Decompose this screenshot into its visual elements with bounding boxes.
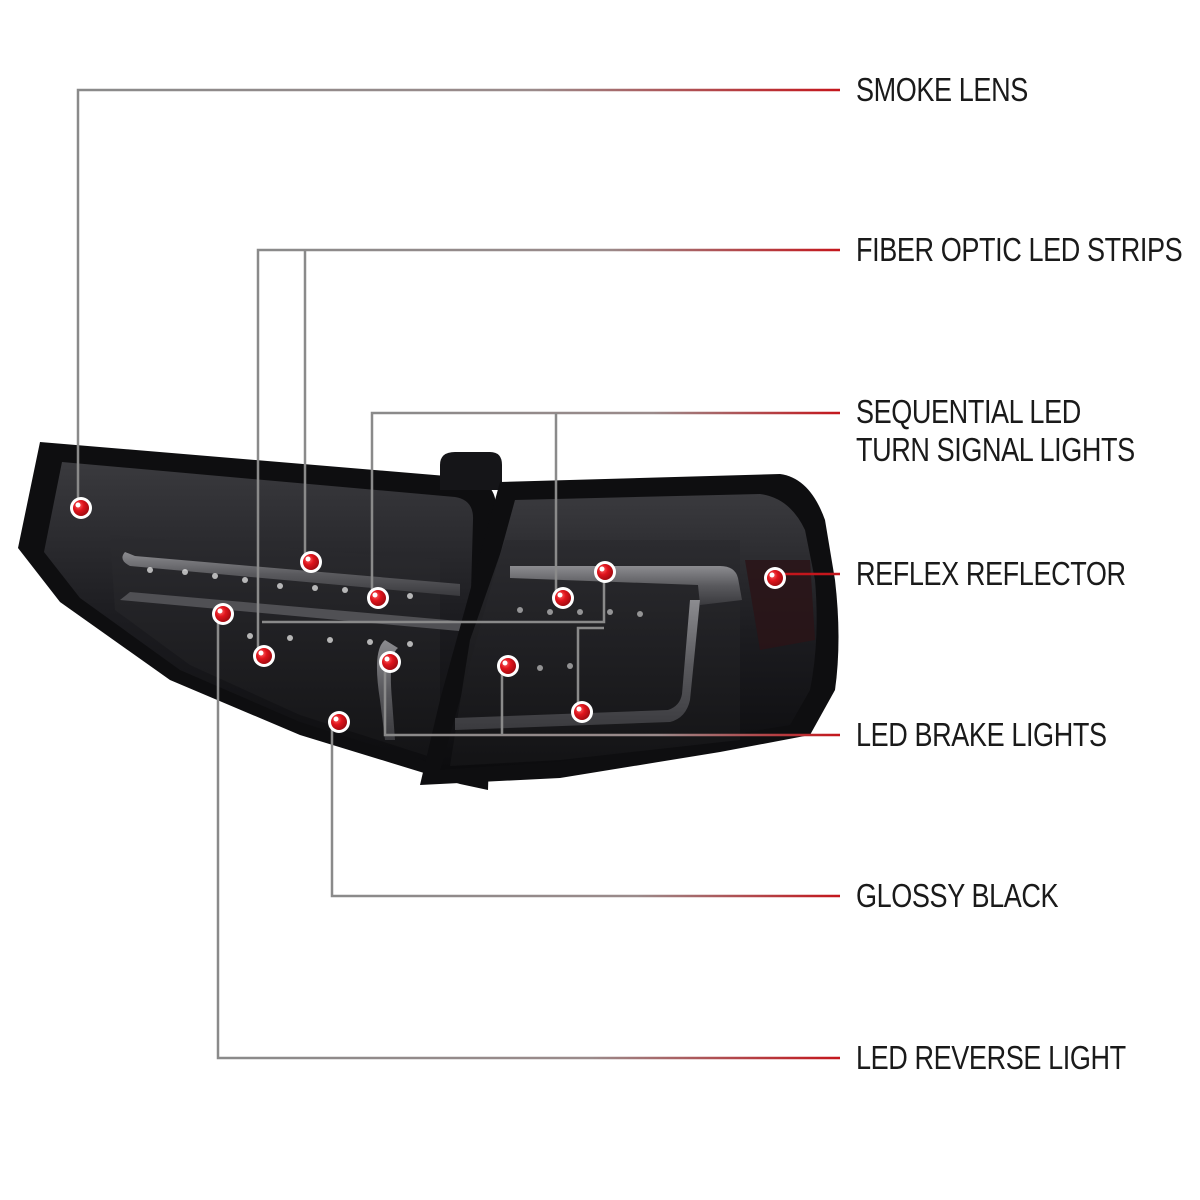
left-led-rows [147, 567, 413, 647]
right-fiber-strip [510, 566, 742, 605]
leader-sequential [370, 411, 840, 598]
callout-sequential-led-turn-signal-lights: SEQUENTIAL LED TURN SIGNAL LIGHTS [856, 393, 1135, 469]
left-fiber-strip-upper [122, 552, 460, 596]
marker-fiber-lower [253, 645, 275, 667]
callout-label: LED BRAKE LIGHTS [856, 716, 1107, 753]
mounting-tab [440, 452, 502, 490]
marker-fiber-upper [300, 551, 322, 573]
callout-led-reverse-light: LED REVERSE LIGHT [856, 1039, 1126, 1077]
callout-label: FIBER OPTIC LED STRIPS [856, 231, 1183, 268]
marker-sequential-right [552, 587, 574, 609]
callout-label: SMOKE LENS [856, 71, 1028, 108]
right-lamp-inner [450, 540, 740, 766]
leader-smoke-lens [76, 88, 840, 508]
callout-label-line-2: TURN SIGNAL LIGHTS [856, 431, 1135, 468]
marker-reverse [212, 603, 234, 625]
marker-brake-middle [497, 655, 519, 677]
callout-reflex-reflector: REFLEX REFLECTOR [856, 555, 1126, 593]
callout-label-line-1: SEQUENTIAL LED [856, 393, 1081, 430]
callout-led-brake-lights: LED BRAKE LIGHTS [856, 716, 1107, 754]
callout-label: LED REVERSE LIGHT [856, 1039, 1126, 1076]
leader-lines [76, 88, 840, 1060]
marker-glossy-black [328, 711, 350, 733]
callout-smoke-lens: SMOKE LENS [856, 71, 1028, 109]
callout-label: REFLEX REFLECTOR [856, 555, 1126, 592]
leader-fiber-optic [256, 248, 840, 655]
left-lamp-inner [110, 535, 440, 760]
leader-brake [383, 660, 840, 737]
right-fiber-strip-side [455, 600, 700, 730]
marker-brake-left [379, 651, 401, 673]
tail-light-assembly [18, 442, 839, 790]
leader-brake-link [576, 626, 604, 712]
callout-fiber-optic-led-strips: FIBER OPTIC LED STRIPS [856, 231, 1183, 269]
callout-label: GLOSSY BLACK [856, 877, 1059, 914]
marker-dots [70, 497, 786, 733]
marker-sequential-left [367, 587, 389, 609]
leader-glossy-black [330, 722, 840, 898]
leader-sequential-link [262, 572, 606, 624]
marker-smoke-lens [70, 497, 92, 519]
reflex-reflector-area [745, 560, 815, 650]
callout-glossy-black: GLOSSY BLACK [856, 877, 1059, 915]
marker-brake-right [571, 701, 593, 723]
marker-reflex-reflector [764, 567, 786, 589]
leader-reverse [216, 612, 840, 1060]
marker-sequential-top [594, 561, 616, 583]
